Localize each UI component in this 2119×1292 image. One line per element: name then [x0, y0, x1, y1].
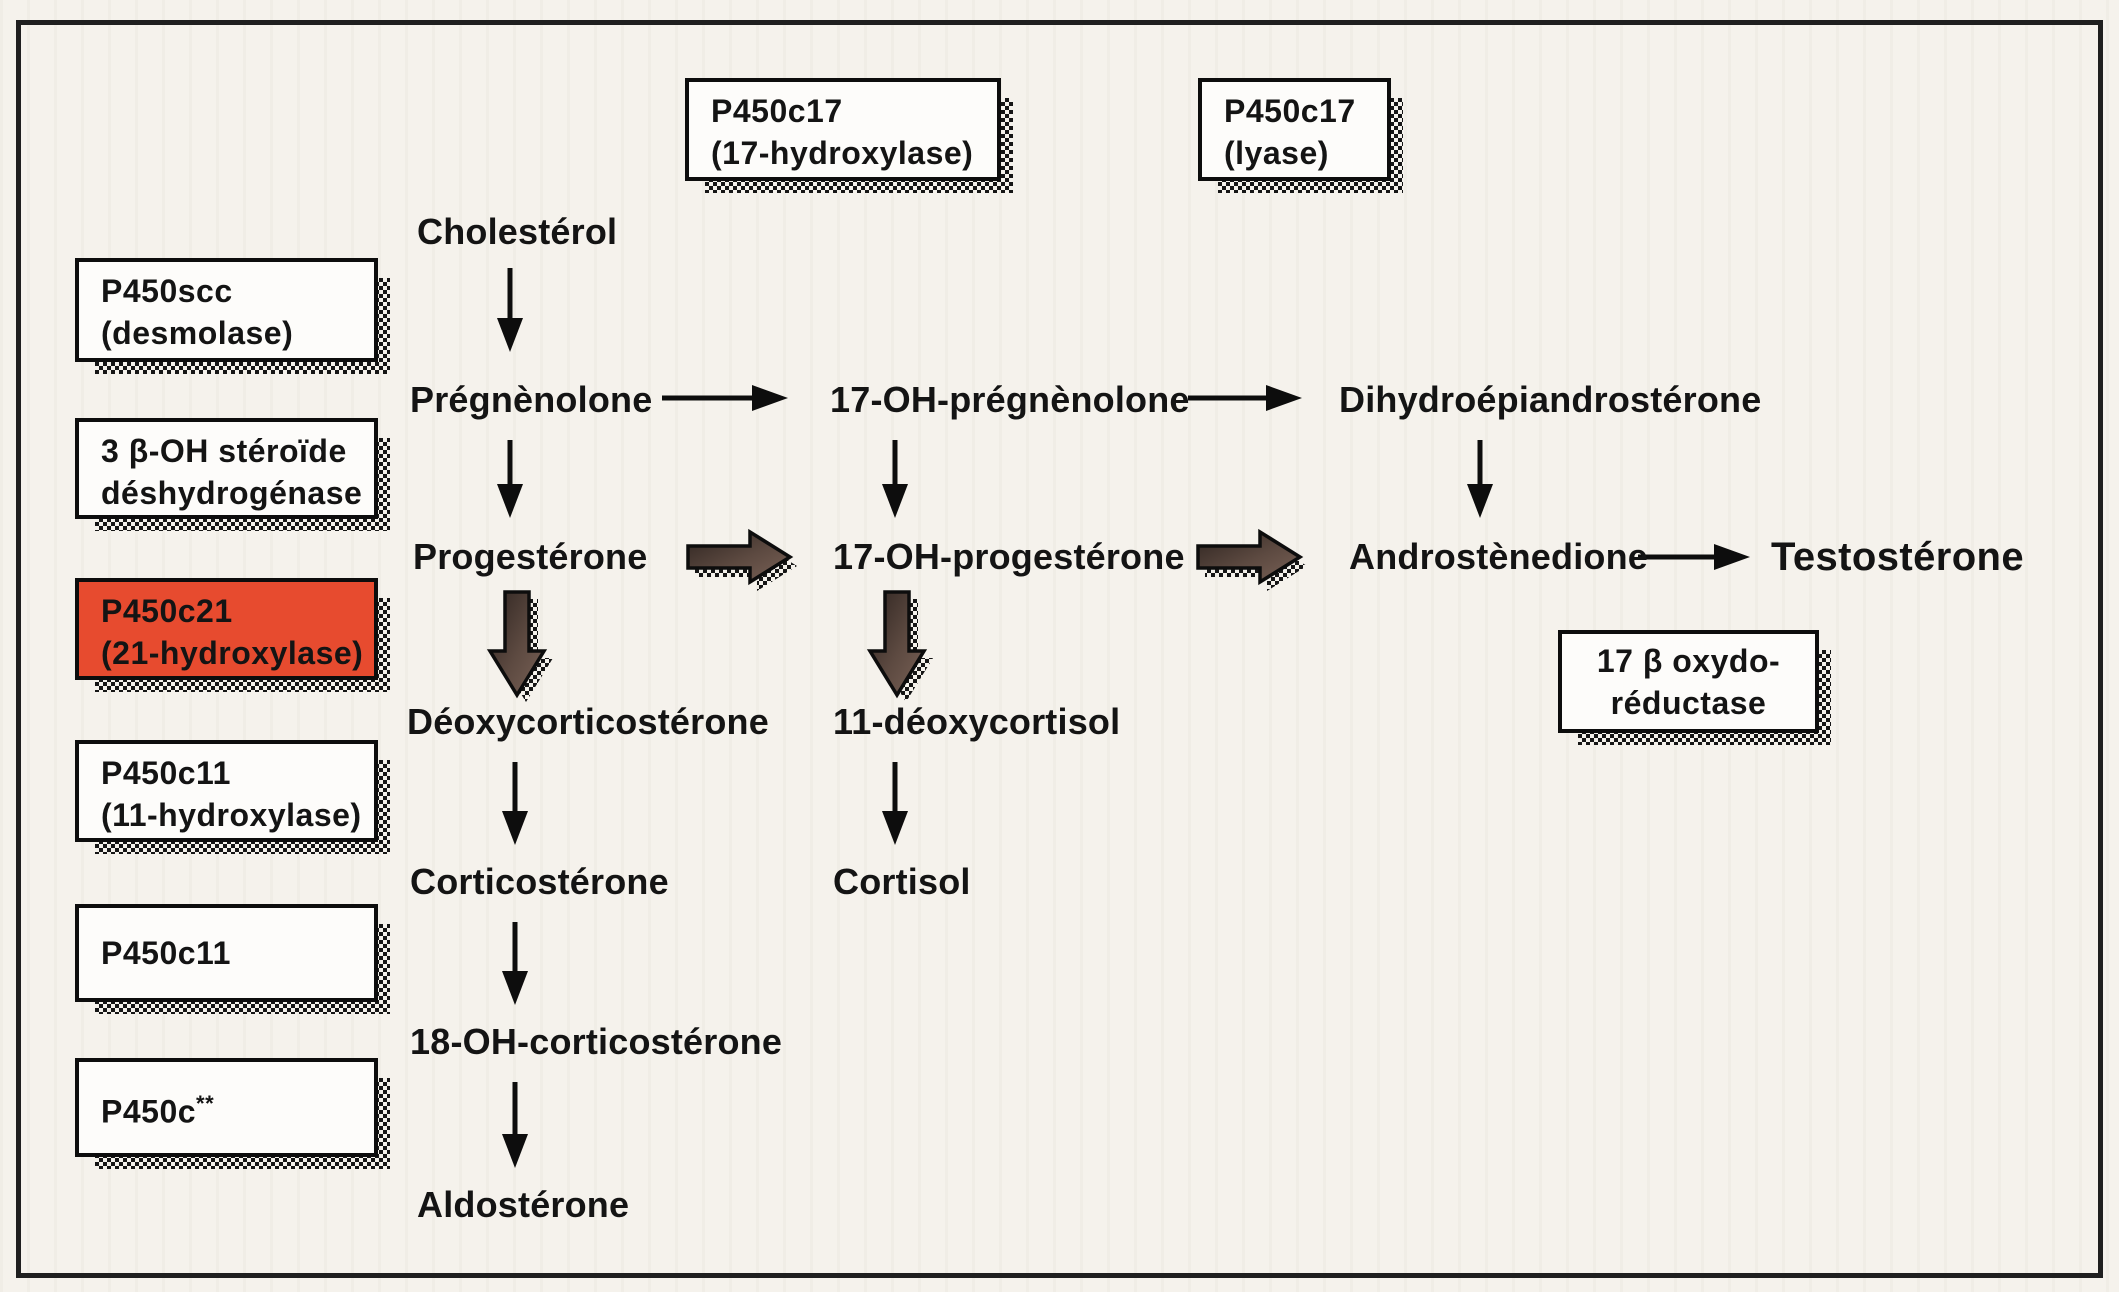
- enzyme-box-label: 3 β-OH stéroïde: [101, 433, 347, 469]
- node-progesterone: Progestérone: [413, 536, 648, 577]
- enzyme-box-label: déshydrogénase: [101, 475, 363, 511]
- node-17-oh-progesterone: 17-OH-progestérone: [833, 536, 1185, 577]
- enzyme-box-label: P450scc: [101, 273, 233, 309]
- enzyme-box-label: 17 β oxydo-: [1596, 643, 1781, 679]
- enzyme-box-17b-oxydoreductase: 17 β oxydo- réductase: [1558, 630, 1831, 745]
- node-cortisol: Cortisol: [833, 861, 971, 902]
- node-aldosterone: Aldostérone: [417, 1184, 630, 1225]
- asterisk-superscript: **: [196, 1090, 215, 1116]
- enzyme-box-label: P450c21: [101, 593, 233, 629]
- enzyme-box-label: P450c11: [101, 935, 231, 971]
- node-androstenedione: Androstènedione: [1349, 536, 1649, 577]
- enzyme-box-label: P450c11: [101, 755, 231, 791]
- enzyme-box-label: (11-hydroxylase): [101, 797, 362, 833]
- enzyme-box-label: P450c**: [101, 1083, 214, 1133]
- node-pregnenolone: Prégnènolone: [410, 379, 653, 420]
- node-17-oh-pregnenolone: 17-OH-prégnènolone: [830, 379, 1190, 420]
- enzyme-box-label: (desmolase): [101, 315, 294, 351]
- enzyme-box-label: (lyase): [1224, 135, 1329, 171]
- enzyme-box-p450c21-highlighted: P450c21 (21-hydroxylase): [75, 578, 390, 692]
- node-cholesterol: Cholestérol: [417, 211, 618, 252]
- enzyme-box-label: P450c17: [711, 93, 843, 129]
- enzyme-box-p450c11-hydroxylase: P450c11 (11-hydroxylase): [75, 740, 390, 854]
- enzyme-box-p450c-star: P450c**: [75, 1058, 390, 1169]
- enzyme-box-label: P450c17: [1224, 93, 1356, 129]
- enzyme-box-3b-oh-steroid-dehydrogenase: 3 β-OH stéroïde déshydrogénase: [75, 418, 390, 531]
- node-18-oh-corticosterone: 18-OH-corticostérone: [410, 1021, 783, 1062]
- node-dihydroepiandrosterone: Dihydroépiandrostérone: [1339, 379, 1762, 420]
- enzyme-box-label: (21-hydroxylase): [101, 635, 364, 671]
- node-corticosterone: Corticostérone: [410, 861, 669, 902]
- diagram-border: [16, 20, 2103, 1278]
- enzyme-box-p450c11: P450c11: [75, 904, 390, 1014]
- enzyme-box-label-text: P450c: [101, 1093, 197, 1130]
- enzyme-box-label: réductase: [1610, 685, 1767, 721]
- enzyme-box-p450scc: P450scc (desmolase): [75, 258, 390, 374]
- enzyme-box-label: (17-hydroxylase): [711, 135, 974, 171]
- node-deoxycorticosterone: Déoxycorticostérone: [407, 701, 769, 742]
- enzyme-box-p450c17-lyase: P450c17 (lyase): [1198, 78, 1403, 193]
- enzyme-box-p450c17-hydroxylase: P450c17 (17-hydroxylase): [685, 78, 1013, 193]
- node-11-deoxycortisol: 11-déoxycortisol: [833, 701, 1121, 742]
- node-testosterone: Testostérone: [1771, 535, 2025, 579]
